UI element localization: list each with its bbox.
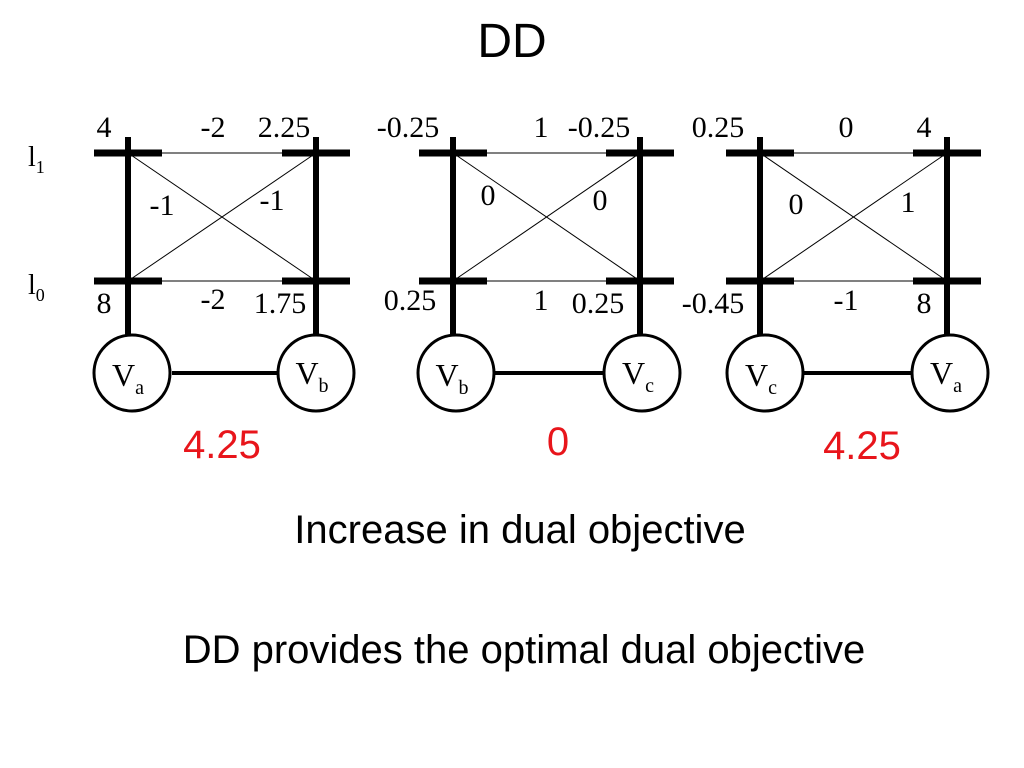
top-left-value: -0.25 bbox=[377, 111, 440, 144]
node-left-label: Vc bbox=[745, 357, 777, 399]
edge-cross-up bbox=[452, 152, 641, 282]
caption-increase: Increase in dual objective bbox=[294, 508, 746, 552]
node-left-circle bbox=[92, 333, 172, 413]
panel-c: 0.25 0 4 0 1 -0.45 -1 8 Vc Va 4.25 bbox=[682, 111, 990, 468]
bot-right-value: 0.25 bbox=[572, 287, 625, 320]
top-mid-value: -2 bbox=[201, 111, 226, 144]
top-right-value: 2.25 bbox=[258, 111, 311, 144]
bot-mid-value: -1 bbox=[834, 284, 859, 317]
node-right-label: Vb bbox=[295, 355, 328, 397]
cross-right-value: -1 bbox=[260, 184, 285, 217]
bot-mid-value: -2 bbox=[201, 283, 226, 316]
top-right-value: 4 bbox=[917, 111, 932, 144]
caption-optimal: DD provides the optimal dual objective bbox=[182, 628, 866, 672]
bot-right-value: 1.75 bbox=[254, 287, 307, 320]
bot-mid-value: 1 bbox=[534, 284, 549, 317]
node-right-label: Va bbox=[930, 355, 962, 397]
top-left-value: 4 bbox=[97, 111, 112, 144]
bot-left-value: 8 bbox=[97, 287, 112, 320]
cross-left-value: 0 bbox=[789, 188, 804, 221]
node-left-circle bbox=[725, 333, 805, 413]
label-l1: l1 bbox=[28, 142, 45, 177]
panel-value: 4.25 bbox=[183, 423, 261, 467]
node-left-label: Va bbox=[112, 357, 144, 399]
bot-left-value: 0.25 bbox=[384, 284, 437, 317]
cross-right-value: 0 bbox=[593, 184, 608, 217]
top-mid-value: 0 bbox=[839, 111, 854, 144]
panel-value: 0 bbox=[547, 420, 569, 464]
cross-left-value: -1 bbox=[150, 189, 175, 222]
node-right-circle bbox=[602, 333, 682, 413]
panel-a: 4 -2 2.25 -1 -1 8 -2 1.75 Va Vb 4.25 bbox=[92, 111, 356, 467]
node-right-circle bbox=[910, 333, 990, 413]
node-right-label: Vc bbox=[622, 355, 654, 397]
edge-cross-up bbox=[127, 152, 317, 282]
cross-left-value: 0 bbox=[481, 179, 496, 212]
bot-left-value: -0.45 bbox=[682, 287, 745, 320]
top-left-value: 0.25 bbox=[692, 111, 745, 144]
panel-value: 4.25 bbox=[823, 424, 901, 468]
label-l0: l0 bbox=[28, 270, 45, 305]
node-left-circle bbox=[416, 333, 496, 413]
edge-cross-up bbox=[759, 152, 948, 282]
cross-right-value: 1 bbox=[901, 186, 916, 219]
top-right-value: -0.25 bbox=[568, 111, 631, 144]
node-left-label: Vb bbox=[435, 357, 468, 399]
node-right-circle bbox=[276, 333, 356, 413]
bot-right-value: 8 bbox=[917, 287, 932, 320]
top-mid-value: 1 bbox=[534, 111, 549, 144]
panel-b: -0.25 1 -0.25 0 0 0.25 1 0.25 Vb Vc 0 bbox=[377, 111, 682, 464]
page-title: DD bbox=[477, 15, 547, 68]
